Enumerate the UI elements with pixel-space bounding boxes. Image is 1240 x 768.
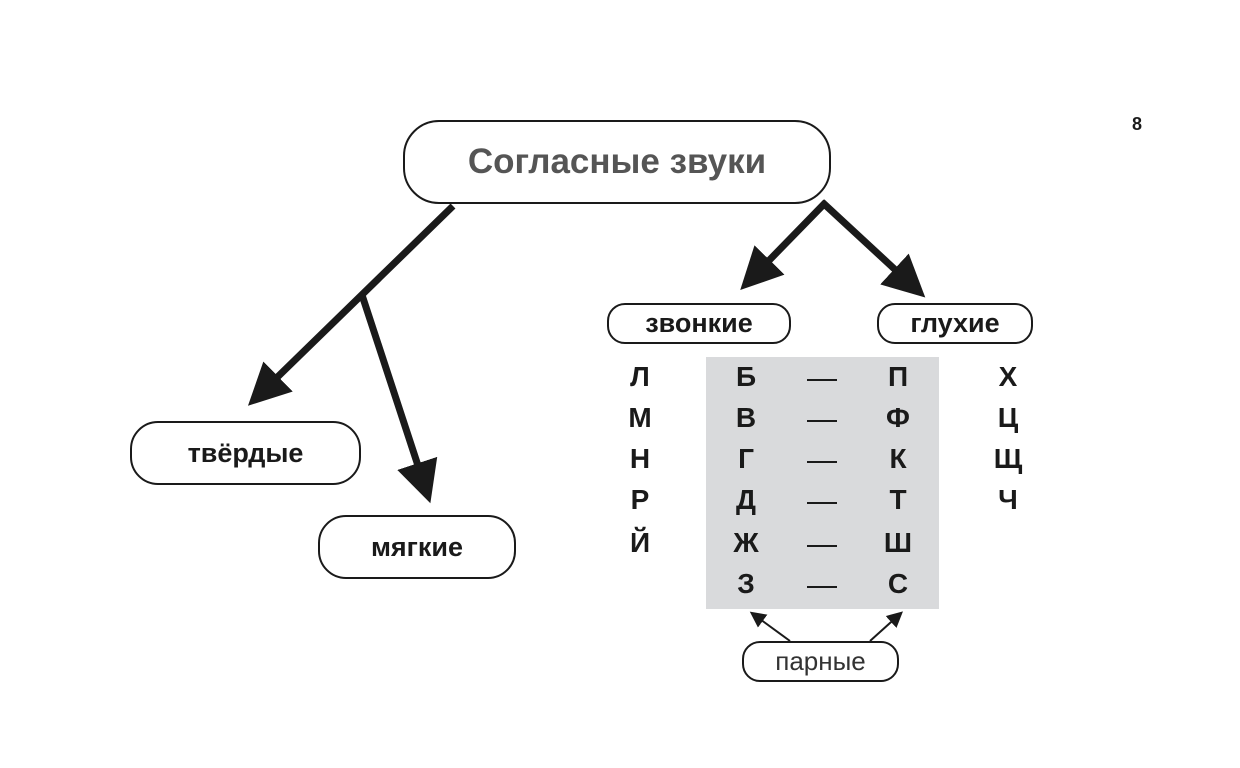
arrow-paired-left <box>749 611 791 642</box>
paired-node: парные <box>742 641 899 682</box>
voiceless-label: глухие <box>910 308 1000 338</box>
paired-voiceless-letter: П <box>887 361 909 392</box>
page-number: 8 <box>1132 114 1143 134</box>
pair-dash <box>807 461 837 463</box>
unpaired-voiced-letter: Н <box>629 443 651 474</box>
pair-dash <box>807 379 837 381</box>
pair-dash <box>807 420 837 422</box>
voiced-label: звонкие <box>645 308 753 338</box>
arrow-to-voiceless <box>819 199 926 298</box>
paired-voiced-letter: Д <box>736 484 756 515</box>
hard-node: твёрдые <box>130 421 361 485</box>
paired-voiceless-letter: К <box>889 443 907 474</box>
voiced-node: звонкие <box>607 303 791 344</box>
soft-node: мягкие <box>318 515 516 579</box>
unpaired-voiceless-letter: Ч <box>998 484 1018 515</box>
paired-voiceless-letter: Ф <box>886 402 910 433</box>
pair-dash <box>807 586 837 588</box>
unpaired-voiceless-letter: Щ <box>993 443 1023 474</box>
arrow-to-voiced <box>740 199 829 291</box>
paired-voiceless-letter: Т <box>889 484 907 515</box>
unpaired-voiced-letter: Л <box>630 361 650 392</box>
paired-label: парные <box>775 646 866 676</box>
arrow-to-hard <box>247 203 456 406</box>
title-text: Согласные звуки <box>467 142 767 181</box>
consonants-title-node: Согласные звуки <box>403 120 831 204</box>
paired-voiceless-letter: С <box>887 568 909 599</box>
unpaired-voiced-letter: Й <box>629 527 651 558</box>
unpaired-voiceless-letter: Х <box>998 361 1018 392</box>
paired-voiced-letter: Г <box>738 443 754 474</box>
voiceless-node: глухие <box>877 303 1033 344</box>
paired-consonants-background <box>706 357 939 609</box>
unpaired-voiceless-letter: Ц <box>997 402 1019 433</box>
hard-label: твёрдые <box>187 437 304 468</box>
arrow-to-soft <box>358 293 438 504</box>
paired-voiced-letter: Ж <box>733 527 759 558</box>
unpaired-voiced-letter: Р <box>630 484 650 515</box>
paired-voiced-letter: З <box>737 568 755 599</box>
paired-voiceless-letter: Ш <box>883 527 913 558</box>
arrow-paired-right <box>869 611 903 642</box>
paired-voiced-letter: Б <box>735 361 757 392</box>
unpaired-voiced-letter: М <box>628 402 652 433</box>
soft-label: мягкие <box>370 531 464 562</box>
pair-dash <box>807 545 837 547</box>
pair-dash <box>807 502 837 504</box>
paired-voiced-letter: В <box>735 402 757 433</box>
